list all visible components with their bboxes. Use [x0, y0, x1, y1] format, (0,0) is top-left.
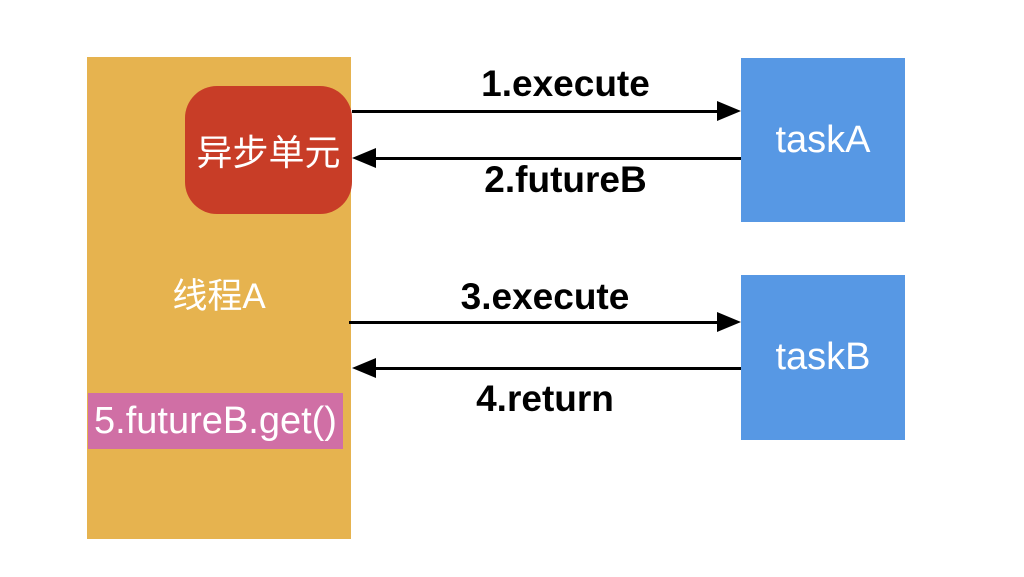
future-get-label: 5.futureB.get()	[94, 399, 337, 442]
arrow-4-return	[352, 358, 741, 378]
arrowhead-left-icon	[352, 358, 376, 378]
arrow-line	[372, 157, 741, 160]
arrow-3-label: 3.execute	[460, 276, 630, 317]
arrow-1-execute	[352, 101, 741, 121]
arrow-1-label: 1.execute	[481, 63, 650, 104]
future-get-box: 5.futureB.get()	[88, 393, 343, 449]
arrow-4-label: 4.return	[476, 378, 614, 419]
async-unit-label: 异步单元	[196, 132, 341, 173]
thread-a-label: 线程A	[172, 277, 266, 316]
arrow-2-futureb	[352, 148, 741, 168]
task-a-box: taskA	[741, 58, 905, 222]
task-a-label: taskA	[775, 118, 871, 161]
async-unit-box: 异步单元	[185, 86, 352, 214]
task-b-box: taskB	[741, 275, 905, 440]
arrow-3-execute	[349, 312, 741, 332]
arrow-line	[372, 367, 741, 370]
arrowhead-right-icon	[717, 312, 741, 332]
task-b-label: taskB	[775, 336, 871, 378]
arrowhead-right-icon	[717, 101, 741, 121]
arrow-line	[349, 321, 721, 324]
arrow-line	[352, 110, 721, 113]
arrowhead-left-icon	[352, 148, 376, 168]
arrow-2-label: 2.futureB	[484, 159, 647, 200]
